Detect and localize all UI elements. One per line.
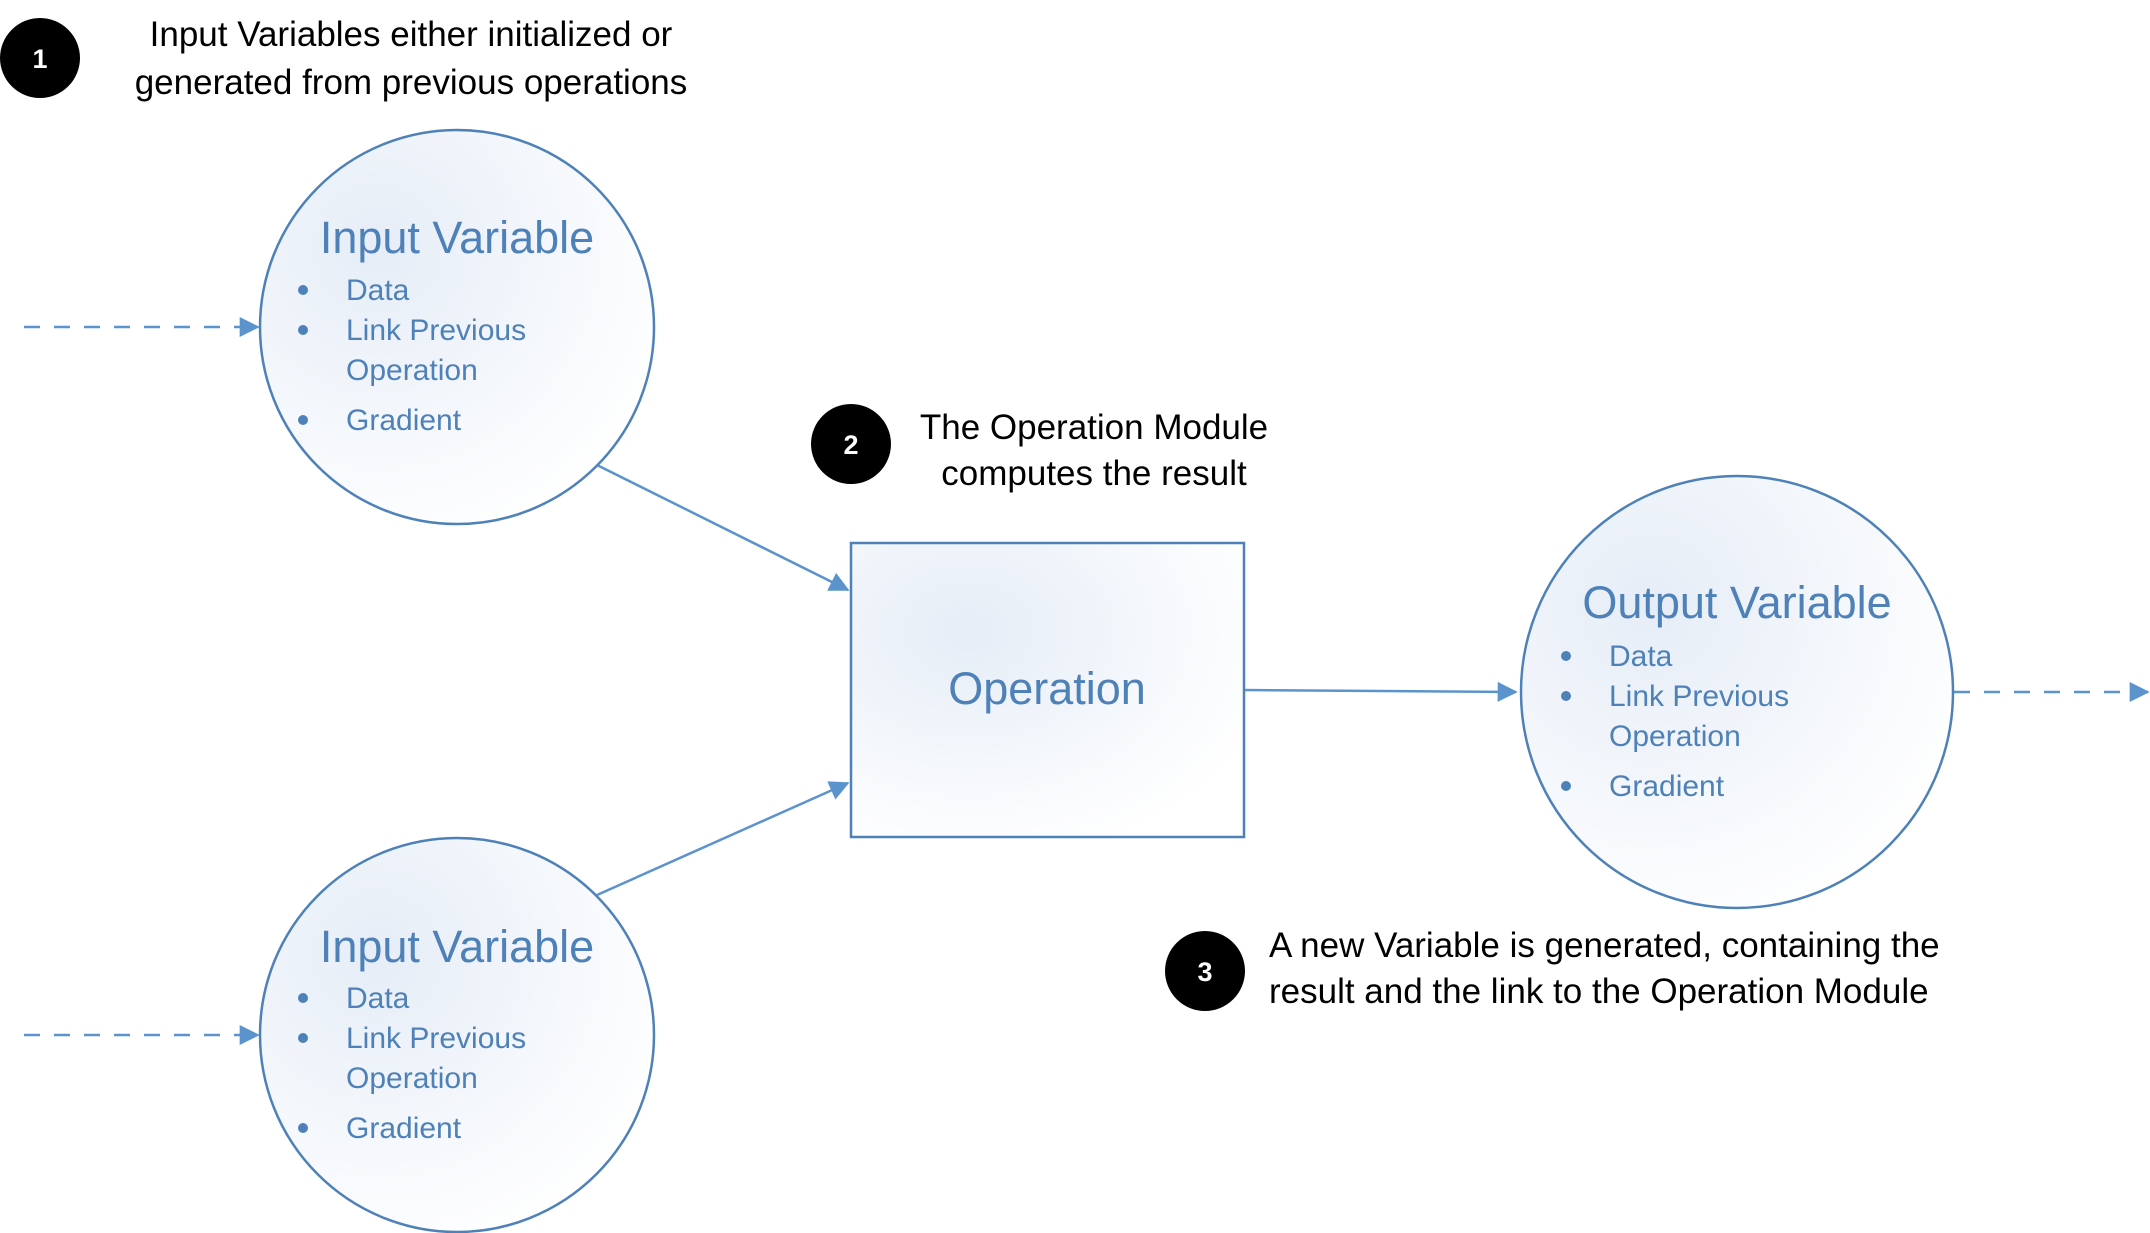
step-2-text-line-2: computes the result (941, 454, 1247, 493)
step-1-callout: 1 Input Variables either initialized or … (0, 15, 687, 102)
step-2-badge (811, 404, 891, 484)
step-3-text-line-1: A new Variable is generated, containing … (1269, 926, 1940, 965)
bullet-icon (1561, 651, 1571, 661)
step-3-text-line-2: result and the link to the Operation Mod… (1269, 972, 1929, 1011)
node-item-link-previous: Link Previous (346, 314, 526, 347)
bullet-icon (298, 1123, 308, 1133)
input-variable-circle (258, 128, 656, 526)
edge-operation-to-output (1243, 681, 1518, 702)
operation-box (849, 541, 1246, 839)
node-item-link-previous: Link Previous (1609, 680, 1789, 713)
node-item-link-previous: Link Previous (346, 1022, 526, 1055)
bullet-icon (298, 993, 308, 1003)
step-1-badge (0, 18, 80, 98)
node-item-data: Data (346, 982, 410, 1015)
bullet-icon (298, 415, 308, 425)
node-title: Input Variable (320, 921, 594, 972)
node-title: Input Variable (320, 212, 594, 263)
input-variable-node-2: Input Variable Data Link Previous Operat… (258, 836, 656, 1233)
node-item-gradient: Gradient (346, 1112, 462, 1145)
input-variable-circle (258, 836, 656, 1233)
output-variable-node: Output Variable Data Link Previous Opera… (1519, 474, 1955, 910)
node-title: Output Variable (1582, 577, 1891, 628)
operation-title: Operation (948, 663, 1146, 714)
node-item-data: Data (346, 274, 410, 307)
edge-input-2-to-operation (596, 781, 850, 897)
step-1-text-line-1: Input Variables either initialized or (150, 15, 673, 54)
output-variable-circle (1519, 474, 1955, 910)
step-3-number: 3 (1197, 957, 1212, 987)
step-3-callout: 3 A new Variable is generated, containin… (1165, 926, 1940, 1011)
step-1-text-line-2: generated from previous operations (135, 63, 688, 102)
bullet-icon (1561, 781, 1571, 791)
node-item-gradient: Gradient (1609, 770, 1725, 803)
node-item-operation: Operation (346, 354, 478, 387)
node-item-gradient: Gradient (346, 404, 462, 437)
bullet-icon (298, 1033, 308, 1043)
step-2-number: 2 (843, 430, 858, 460)
step-3-badge (1165, 931, 1245, 1011)
edge-input-1-to-operation (596, 463, 850, 592)
step-2-callout: 2 The Operation Module computes the resu… (811, 404, 1268, 493)
bullet-icon (298, 325, 308, 335)
bullet-icon (1561, 691, 1571, 701)
operation-node: Operation (849, 541, 1246, 839)
node-item-operation: Operation (346, 1062, 478, 1095)
node-item-data: Data (1609, 640, 1673, 673)
input-variable-node-1: Input Variable Data Link Previous Operat… (258, 128, 656, 526)
step-2-text-line-1: The Operation Module (920, 408, 1268, 447)
step-1-number: 1 (32, 44, 47, 74)
node-item-operation: Operation (1609, 720, 1741, 753)
bullet-icon (298, 285, 308, 295)
